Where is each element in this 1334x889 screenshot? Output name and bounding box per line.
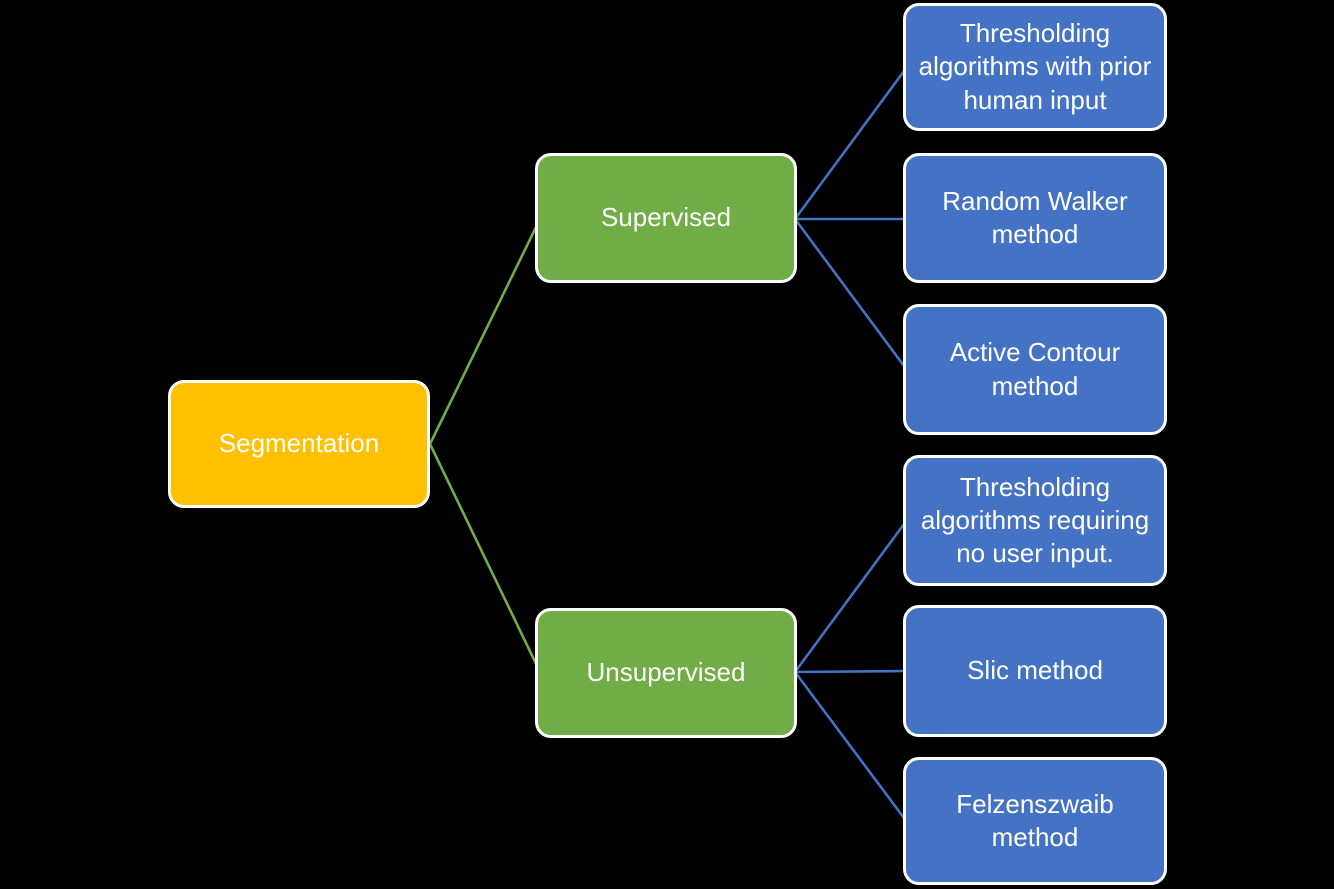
connector-supervised-active-contour [793,218,909,371]
node-active-contour-method: Active Contour method [903,304,1167,435]
node-supervised: Supervised [535,153,797,283]
node-random-walker-method: Random Walker method [903,153,1167,283]
node-active-contour-label: Active Contour method [949,337,1121,401]
node-slic-method: Slic method [903,605,1167,737]
node-random-walker-label: Random Walker method [942,185,1128,249]
node-felzenszwaib-method: Felzenszwaib method [903,757,1167,885]
node-segmentation-label: Segmentation [218,428,380,459]
connector-unsupervised-felzenszwaib [793,671,909,823]
node-slic-label: Slic method [967,655,1103,686]
connector-supervised-thresholding-prior [793,66,909,220]
node-thresholding-no-user-input: Thresholding algorithms requiring no use… [903,455,1167,586]
node-supervised-label: Supervised [600,202,732,233]
node-segmentation: Segmentation [168,380,430,508]
node-thresholding-nouser-label: Thresholding algorithms requiring no use… [920,471,1150,568]
connector-unsupervised-slic [794,669,908,674]
connector-segmentation-unsupervised [428,443,542,673]
node-thresholding-prior-label: Thresholding algorithms with prior human… [918,18,1152,115]
node-felzenszwaib-label: Felzenszwaib method [956,788,1114,852]
connector-unsupervised-thresholding-nouser [793,519,909,673]
node-unsupervised-label: Unsupervised [586,657,746,688]
node-thresholding-prior-human-input: Thresholding algorithms with prior human… [903,3,1167,131]
connector-segmentation-supervised [428,218,542,445]
node-unsupervised: Unsupervised [535,608,797,738]
